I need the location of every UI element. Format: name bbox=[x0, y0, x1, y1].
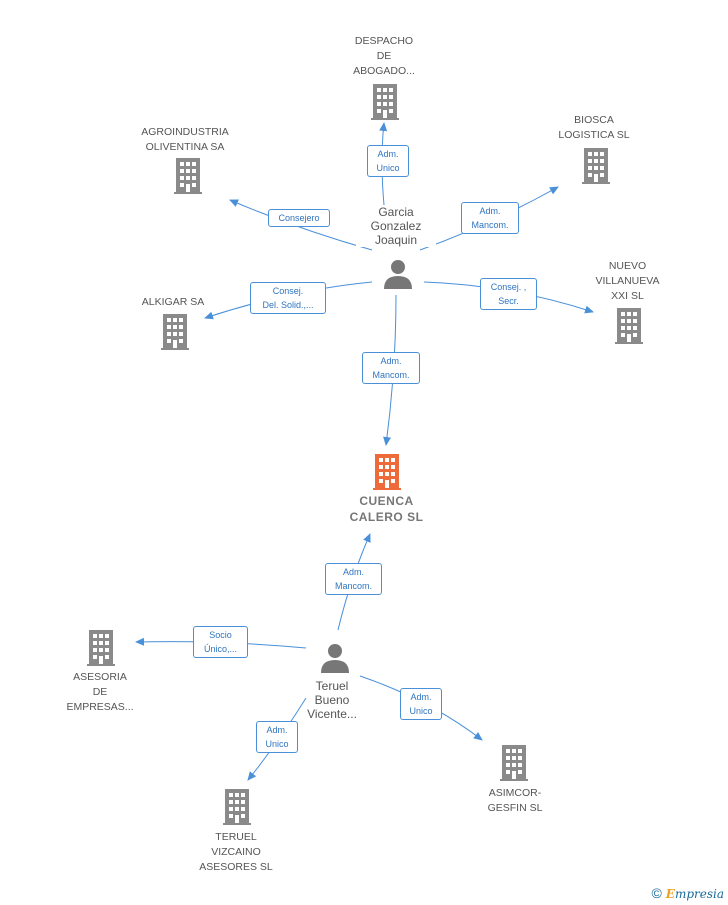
label-line: Adm. bbox=[380, 356, 402, 366]
label-line: Adm. bbox=[377, 149, 399, 159]
edge-line-agro bbox=[229, 199, 373, 251]
label-line: ASESORIA bbox=[73, 671, 127, 683]
label-line: Secr. bbox=[498, 296, 519, 306]
edge-label-asimcor[interactable]: Adm. Unico bbox=[400, 688, 442, 720]
building-icon[interactable] bbox=[161, 314, 189, 350]
label-line: Adm. bbox=[410, 692, 432, 702]
company-label-asesoria[interactable]: ASESORIA DE EMPRESAS... bbox=[50, 670, 150, 715]
label-line: Teruel bbox=[315, 679, 349, 693]
edge-label-agro[interactable]: Consejero bbox=[268, 209, 330, 227]
label-line: DE bbox=[376, 50, 392, 62]
company-label-biosca[interactable]: BIOSCA LOGISTICA SL bbox=[544, 113, 644, 143]
company-label-despacho[interactable]: DESPACHO DE ABOGADO... bbox=[334, 34, 434, 79]
label-line: EMPRESAS... bbox=[66, 701, 134, 713]
brand-logo: Empresia bbox=[666, 887, 724, 901]
brand-rest: mpresia bbox=[674, 887, 724, 901]
label-line: Unico bbox=[376, 163, 400, 173]
company-label-cuenca[interactable]: CUENCA CALERO SL bbox=[334, 493, 439, 525]
company-label-agro[interactable]: AGROINDUSTRIA OLIVENTINA SA bbox=[125, 125, 245, 155]
label-line: ABOGADO... bbox=[353, 65, 415, 77]
edge-label-cuenca-garcia[interactable]: Adm. Mancom. bbox=[362, 352, 420, 384]
label-line: ALKIGAR SA bbox=[141, 296, 205, 308]
label-line: Mancom. bbox=[471, 220, 509, 230]
label-line: TERUEL bbox=[215, 831, 257, 843]
label-line: Garcia bbox=[378, 205, 414, 219]
label-line: Consej. bbox=[272, 286, 304, 296]
label-line: NUEVO bbox=[608, 260, 647, 272]
brand-initial: E bbox=[665, 887, 675, 901]
label-line: ASIMCOR- bbox=[488, 787, 542, 799]
label-line: Mancom. bbox=[372, 370, 410, 380]
person-label-garcia[interactable]: Garcia Gonzalez Joaquin bbox=[356, 205, 436, 247]
label-line: Unico bbox=[409, 706, 433, 716]
label-line: OLIVENTINA SA bbox=[145, 141, 225, 153]
edge-label-nuevo[interactable]: Consej. , Secr. bbox=[480, 278, 537, 310]
label-line: DE bbox=[92, 686, 108, 698]
label-line: AGROINDUSTRIA bbox=[141, 126, 229, 138]
label-line: Unico bbox=[265, 739, 289, 749]
label-line: Bueno bbox=[314, 693, 350, 707]
label-line: Vicente... bbox=[307, 707, 357, 721]
label-line: Consejero bbox=[278, 213, 320, 223]
label-line: VIZCAINO bbox=[211, 846, 261, 858]
label-line: VILLANUEVA bbox=[595, 275, 660, 287]
edge-label-biosca[interactable]: Adm. Mancom. bbox=[461, 202, 519, 234]
label-line: Joaquin bbox=[374, 233, 418, 247]
edge-label-alkigar[interactable]: Consej. Del. Solid.,... bbox=[250, 282, 326, 314]
label-line: Del. Solid.,... bbox=[262, 300, 314, 310]
person-icon[interactable] bbox=[383, 259, 413, 289]
label-line: ASESORES SL bbox=[199, 861, 273, 873]
edge-label-teruel-vizcaino[interactable]: Adm. Unico bbox=[256, 721, 298, 753]
label-line: Consej. , bbox=[490, 282, 527, 292]
building-icon-main[interactable] bbox=[373, 454, 401, 490]
person-icon[interactable] bbox=[320, 643, 350, 673]
label-line: GESFIN SL bbox=[487, 802, 543, 814]
label-line: CUENCA bbox=[359, 494, 414, 508]
building-icon[interactable] bbox=[500, 745, 528, 781]
label-line: XXI SL bbox=[611, 290, 644, 302]
building-icon[interactable] bbox=[87, 630, 115, 666]
label-line: Mancom. bbox=[334, 581, 372, 591]
person-label-teruel[interactable]: Teruel Bueno Vicente... bbox=[292, 679, 372, 721]
label-line: Gonzalez bbox=[370, 219, 422, 233]
label-line: BIOSCA bbox=[574, 114, 614, 126]
label-line: Socio bbox=[209, 630, 232, 640]
building-icon[interactable] bbox=[174, 158, 202, 194]
building-icon[interactable] bbox=[582, 148, 610, 184]
footer-brand[interactable]: ©Empresia bbox=[651, 885, 724, 901]
label-line: Adm. bbox=[266, 725, 288, 735]
company-label-asimcor[interactable]: ASIMCOR- GESFIN SL bbox=[465, 786, 565, 816]
edge-label-despacho[interactable]: Adm. Unico bbox=[367, 145, 409, 177]
edge-label-asesoria[interactable]: Socio Único,... bbox=[193, 626, 248, 658]
building-icon[interactable] bbox=[223, 789, 251, 825]
label-line: DESPACHO bbox=[354, 35, 414, 47]
building-icon[interactable] bbox=[371, 84, 399, 120]
label-line: Adm. bbox=[479, 206, 501, 216]
label-line: LOGISTICA SL bbox=[558, 129, 630, 141]
label-line: Adm. bbox=[342, 567, 364, 577]
label-line: Único,... bbox=[203, 644, 237, 654]
edge-label-cuenca-teruel[interactable]: Adm. Mancom. bbox=[325, 563, 382, 595]
company-label-nuevo[interactable]: NUEVO VILLANUEVA XXI SL bbox=[580, 259, 675, 304]
label-line: CALERO SL bbox=[349, 510, 424, 524]
company-label-teruel-vizcaino[interactable]: TERUEL VIZCAINO ASESORES SL bbox=[186, 830, 286, 875]
building-icon[interactable] bbox=[615, 308, 643, 344]
company-label-alkigar[interactable]: ALKIGAR SA bbox=[123, 295, 223, 310]
copyright-icon: © bbox=[651, 885, 662, 901]
